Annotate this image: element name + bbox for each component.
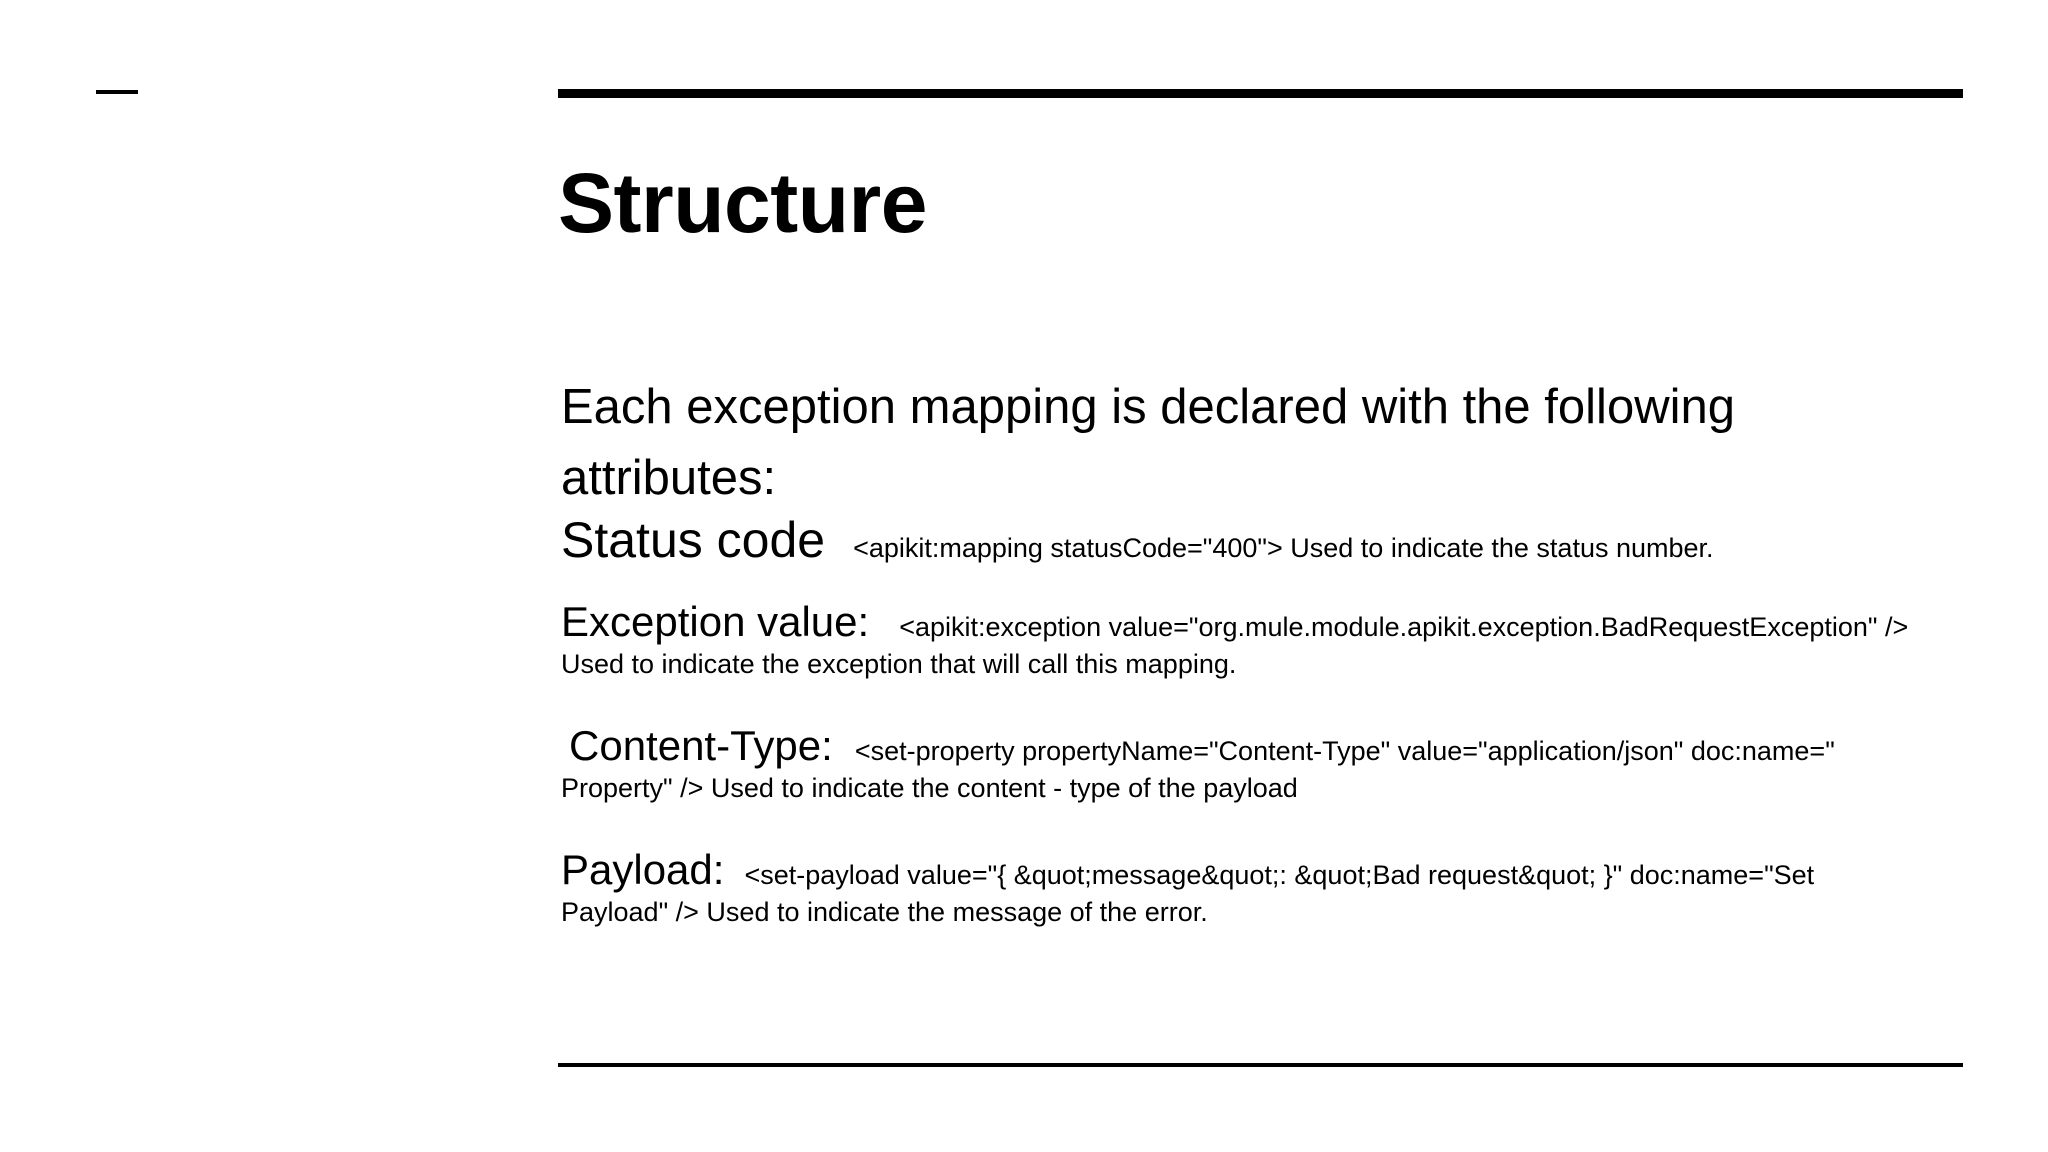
entry-key: Payload: — [561, 846, 725, 893]
slide-body: Each exception mapping is declared with … — [561, 372, 1961, 935]
entry-key: Status code — [561, 512, 826, 568]
intro-line-2: attributes: — [561, 451, 777, 505]
slide-title: Structure — [558, 156, 927, 250]
entry-content-type: Content-Type: <set-property propertyName=… — [561, 721, 1961, 811]
entry-description-line-2: Payload" /> Used to indicate the message… — [561, 897, 1208, 927]
bottom-rule — [558, 1063, 1963, 1067]
entry-description: <set-property propertyName="Content-Type… — [854, 736, 1835, 766]
entry-key: Exception value: — [561, 598, 870, 645]
entry-status-code: Status code <apikit:mapping statusCode="4… — [561, 510, 1961, 571]
entry-exception-value: Exception value: <apikit:exception value=… — [561, 597, 1961, 687]
entry-description: <apikit:mapping statusCode="400"> Used t… — [853, 533, 1714, 563]
entry-payload: Payload: <set-payload value="{ &quot;mess… — [561, 845, 1961, 935]
top-rule — [558, 89, 1963, 98]
entry-description-line-2: Property" /> Used to indicate the conten… — [561, 773, 1298, 803]
corner-dash — [96, 90, 138, 94]
entry-key: Content-Type: — [569, 722, 833, 769]
entry-description: <set-payload value="{ &quot;message&quot… — [744, 860, 1815, 890]
intro-line-1: Each exception mapping is declared with … — [561, 380, 1735, 434]
entry-description-line-2: Used to indicate the exception that will… — [561, 649, 1237, 679]
entry-description: <apikit:exception value="org.mule.module… — [899, 612, 1909, 642]
intro-text: Each exception mapping is declared with … — [561, 372, 1961, 514]
